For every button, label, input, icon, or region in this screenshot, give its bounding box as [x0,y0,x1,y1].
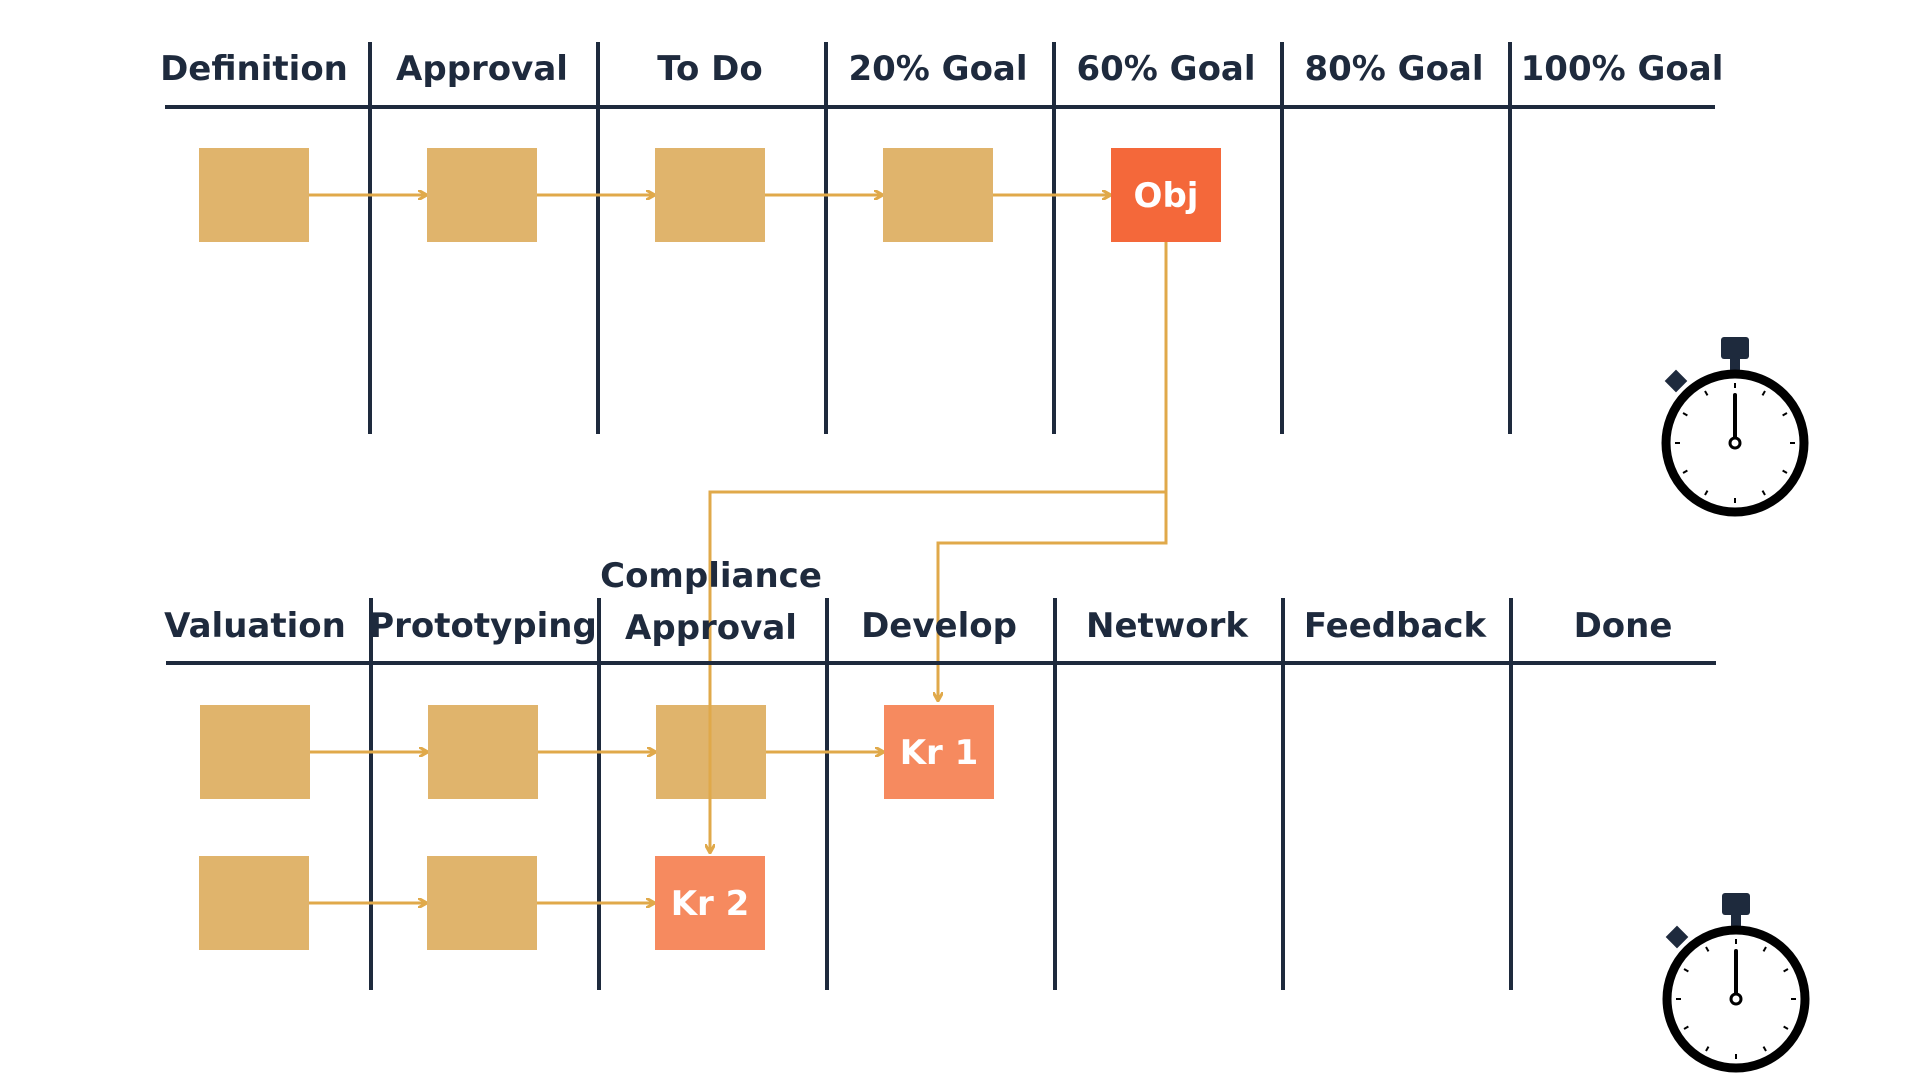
stopwatch-tick [1783,1025,1789,1030]
bottom-header-develop: Develop [861,606,1017,646]
stopwatch-tick [1682,469,1688,474]
task-card[interactable] [427,148,537,242]
stopwatch-icon [1661,337,1809,517]
stopwatch-tick [1705,946,1710,952]
top-header-60-goal: 60% Goal [1076,49,1255,89]
stopwatch-side-button [1665,925,1689,949]
task-card[interactable] [427,856,537,950]
stopwatch-tick [1683,968,1689,973]
bottom-header-done: Done [1574,606,1673,646]
bottom-board: Valuation Prototyping Compliance Approva… [164,556,1716,990]
stopwatch-pivot [1729,992,1743,1006]
stopwatch-tick [1704,390,1709,396]
bottom-header-compliance-line1: Compliance [600,556,822,596]
key-result-2-label: Kr 2 [671,884,750,924]
task-card[interactable] [199,148,309,242]
bottom-header-valuation: Valuation [164,606,346,646]
task-card[interactable] [655,148,765,242]
task-card[interactable] [883,148,993,242]
objective-card-label: Obj [1134,176,1199,216]
stopwatch-tick [1762,946,1767,952]
key-result-2-card[interactable]: Kr 2 [655,856,765,950]
stopwatch-icon [1662,893,1810,1073]
key-result-1-card[interactable]: Kr 1 [884,705,994,799]
top-board: Definition Approval To Do 20% Goal 60% G… [160,42,1723,434]
stopwatch-tick [1783,968,1789,973]
bottom-header-feedback: Feedback [1304,606,1488,646]
bottom-header-network: Network [1086,606,1249,646]
task-card[interactable] [199,856,309,950]
task-card[interactable] [200,705,310,799]
top-header-definition: Definition [160,49,348,89]
stopwatch-tick [1682,412,1688,417]
task-card[interactable] [428,705,538,799]
top-header-to-do: To Do [657,49,762,89]
stopwatch-tick [1782,412,1788,417]
stopwatch-stem [1731,913,1741,929]
connector-obj-to-kr1 [938,242,1168,700]
stopwatch-crown [1722,893,1750,915]
stopwatch-tick [1705,1046,1710,1052]
stopwatch-crown [1721,337,1749,359]
stopwatch-tick [1704,490,1709,496]
top-header-80-goal: 80% Goal [1304,49,1483,89]
top-header-100-goal: 100% Goal [1521,49,1724,89]
top-header-20-goal: 20% Goal [848,49,1027,89]
stopwatch-pivot [1728,436,1742,450]
key-result-1-card-box[interactable] [884,705,994,799]
top-header-approval: Approval [396,49,568,89]
key-result-1-label: Kr 1 [900,733,979,773]
stopwatch-tick [1761,390,1766,396]
stopwatch-stem [1730,357,1740,373]
stopwatch-tick [1761,490,1766,496]
stopwatch-tick [1683,1025,1689,1030]
objective-card-box[interactable] [1111,148,1221,242]
objective-card[interactable]: Obj [1111,148,1221,242]
stopwatch-tick [1762,1046,1767,1052]
stopwatch-side-button [1664,369,1688,393]
stopwatch-tick [1782,469,1788,474]
bottom-header-prototyping: Prototyping [369,606,597,646]
key-result-2-card-box[interactable] [655,856,765,950]
bottom-header-compliance-line2: Approval [625,608,797,648]
